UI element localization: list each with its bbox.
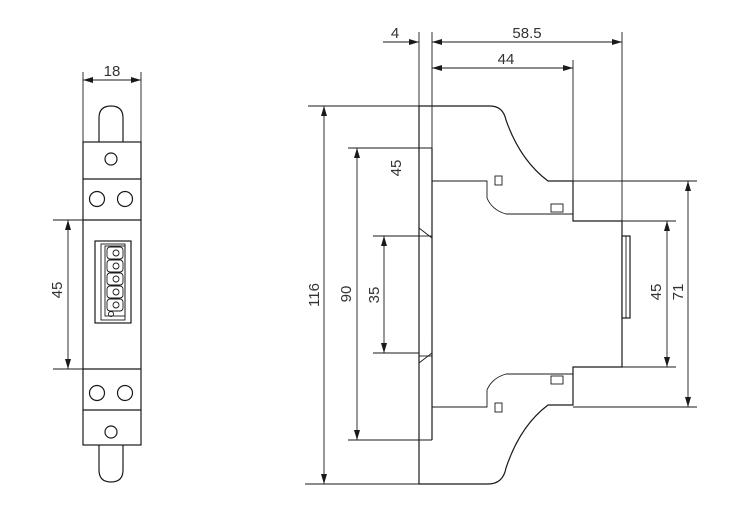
front-housing <box>82 141 142 446</box>
dim-label-4: 4 <box>391 25 399 42</box>
front-bottom-hook <box>98 445 124 483</box>
dim-label-45-right: 45 <box>648 284 665 301</box>
dim-label-90: 90 <box>338 286 355 303</box>
counter-display <box>94 240 132 324</box>
dim-label-45-side: 45 <box>388 160 405 177</box>
dim-height-45-front: 45 <box>49 219 97 370</box>
front-bottom-screw-icon <box>104 425 118 439</box>
dim-right: 45 71 <box>573 180 697 408</box>
dim-label-44: 44 <box>498 51 515 68</box>
dim-label-35: 35 <box>366 287 383 304</box>
dim-width-18: 18 <box>82 63 142 142</box>
dim-label-116: 116 <box>306 283 323 307</box>
front-terminal-icon <box>88 190 106 208</box>
dim-label-45-front: 45 <box>49 282 66 299</box>
dim-left: 116 90 35 45 <box>305 105 432 485</box>
front-top-screw-icon <box>104 152 118 166</box>
dim-label-18: 18 <box>104 63 121 80</box>
front-terminal-icon <box>88 384 106 402</box>
dim-top: 4 58.5 44 <box>383 25 623 221</box>
front-view: 18 45 <box>49 63 142 483</box>
side-outline <box>418 105 623 485</box>
front-top-hook <box>98 105 124 142</box>
front-terminal-icon <box>116 384 134 402</box>
dim-label-71: 71 <box>670 284 687 301</box>
side-view: 4 58.5 44 116 <box>305 25 697 485</box>
front-terminal-icon <box>116 190 134 208</box>
dim-label-58-5: 58.5 <box>512 25 541 42</box>
